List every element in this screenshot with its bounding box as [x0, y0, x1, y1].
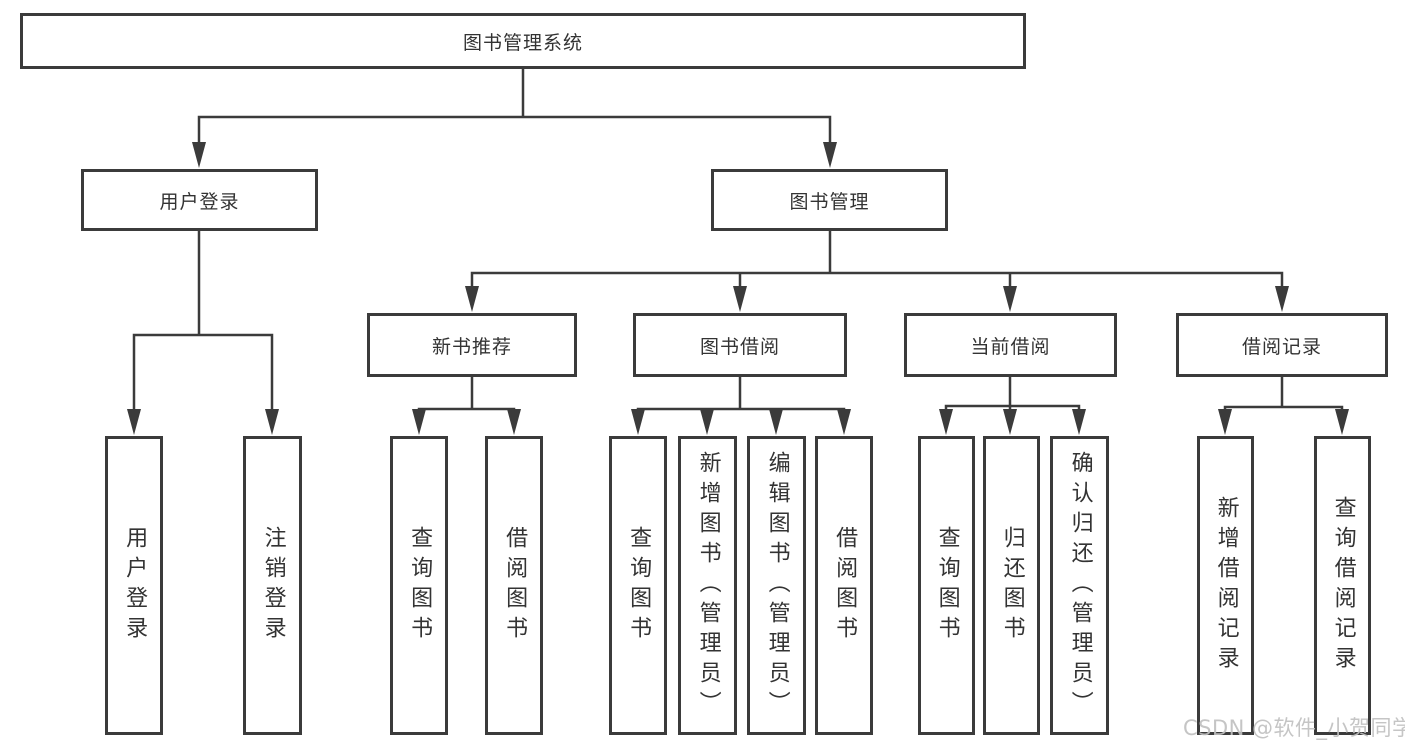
leaf-borrow-books-borrowing: 借阅图书 [815, 436, 873, 735]
node-borrowing-records: 借阅记录 [1176, 313, 1388, 377]
leaf-query-books-borrowing: 查询图书 [609, 436, 667, 735]
node-user-login: 用户登录 [81, 169, 318, 231]
leaf-user-login: 用户登录 [105, 436, 163, 735]
node-current-borrowing: 当前借阅 [904, 313, 1117, 377]
leaf-return-books: 归还图书 [983, 436, 1040, 735]
leaf-logout: 注销登录 [243, 436, 302, 735]
watermark-text: CSDN @软件_小贺同学 [1183, 716, 1405, 740]
node-book-management: 图书管理 [711, 169, 948, 231]
node-new-book-recommendation: 新书推荐 [367, 313, 577, 377]
leaf-add-borrow-record: 新增借阅记录 [1197, 436, 1254, 735]
leaf-query-books-recommend: 查询图书 [390, 436, 448, 735]
leaf-add-book-admin: 新增图书（管理员） [678, 436, 737, 735]
node-book-borrowing: 图书借阅 [633, 313, 847, 377]
leaf-edit-book-admin: 编辑图书（管理员） [747, 436, 806, 735]
node-library-management-system: 图书管理系统 [20, 13, 1026, 69]
leaf-borrow-books-recommend: 借阅图书 [485, 436, 543, 735]
leaf-query-books-current: 查询图书 [918, 436, 975, 735]
leaf-query-borrow-record: 查询借阅记录 [1314, 436, 1371, 735]
leaf-confirm-return-admin: 确认归还（管理员） [1050, 436, 1109, 735]
